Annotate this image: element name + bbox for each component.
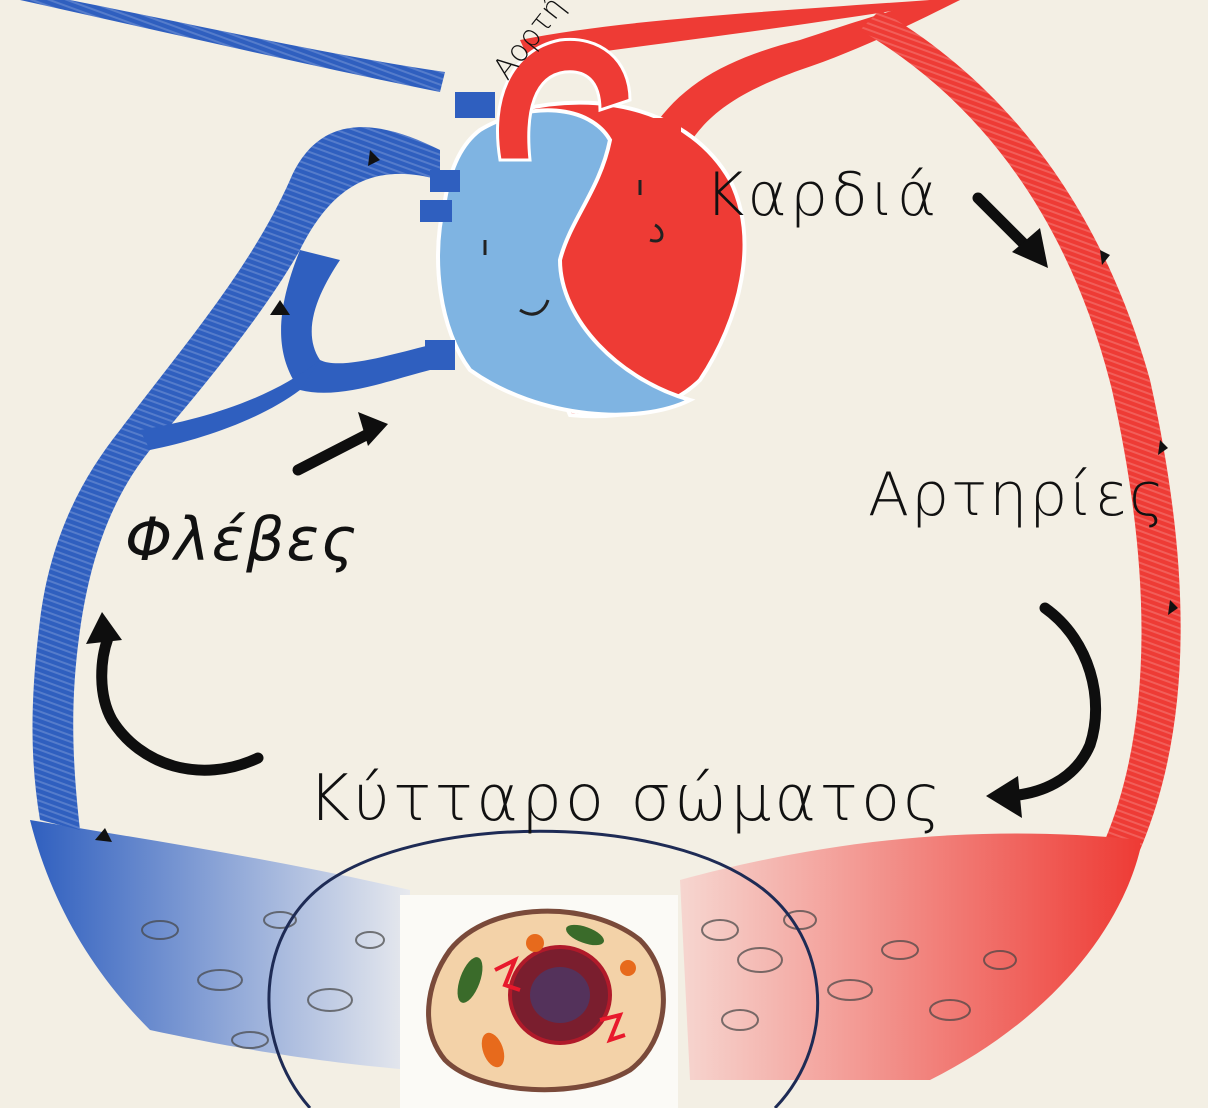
- body-cell-label: Κύτταρο σώματος: [308, 762, 944, 836]
- arteries-label: Αρτηρίες: [868, 460, 1166, 530]
- body-cell-illustration: [429, 911, 664, 1090]
- veins-label: Φλέβες: [125, 505, 358, 575]
- blue-capillary-bed: [30, 820, 410, 1070]
- heart-label: Καρδιά: [705, 160, 939, 230]
